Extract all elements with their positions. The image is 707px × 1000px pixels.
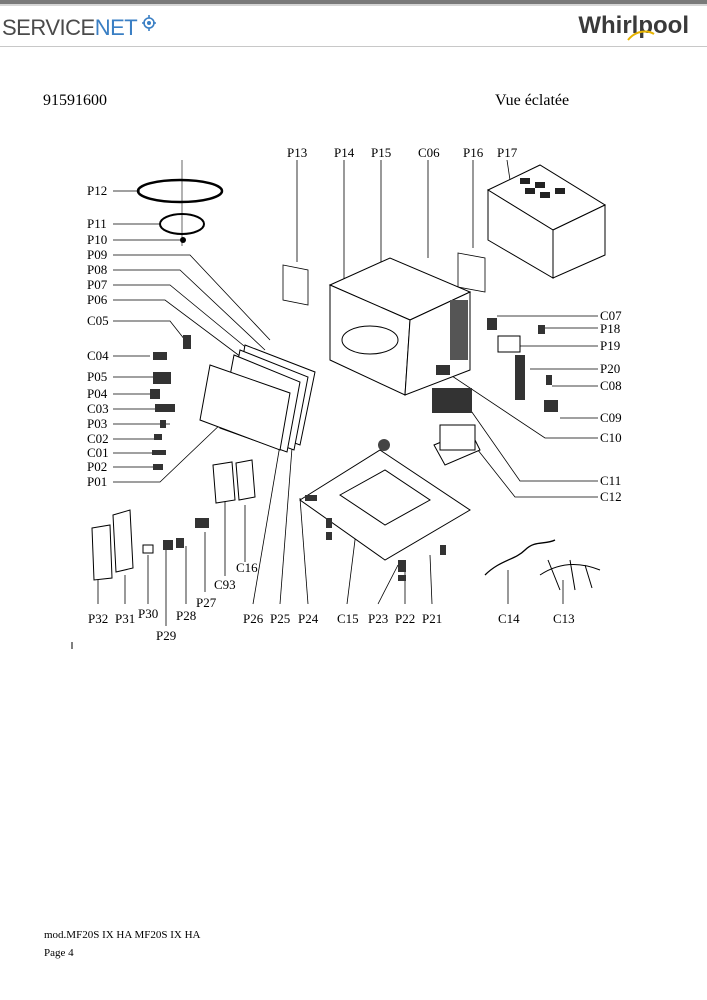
label-P20: P20 [600, 361, 620, 376]
label-C14: C14 [498, 611, 520, 626]
label-C93: C93 [214, 577, 236, 592]
label-P31: P31 [115, 611, 135, 626]
label-P14: P14 [334, 145, 355, 160]
label-P13: P13 [287, 145, 307, 160]
top-border [0, 0, 707, 4]
whirlpool-logo: Whirlpool [578, 10, 689, 42]
label-C08: C08 [600, 378, 622, 393]
exploded-view-diagram: P12 P11 P10 P09 P08 P07 P06 C05 C04 P05 … [71, 145, 622, 649]
footer-model: mod.MF20S IX HA MF20S IX HA [44, 929, 201, 941]
label-P04: P04 [87, 386, 108, 401]
swirl-icon [627, 30, 655, 41]
servicenet-logo-text-a: SERVICE [2, 15, 95, 40]
label-P07: P07 [87, 277, 108, 292]
label-P12: P12 [87, 183, 107, 198]
top-border-light [0, 4, 707, 6]
label-P19: P19 [600, 338, 620, 353]
servicenet-logo-text-b: NET [94, 15, 138, 40]
label-P29: P29 [156, 628, 176, 643]
label-P21: P21 [422, 611, 442, 626]
label-P11: P11 [87, 216, 107, 231]
label-C16: C16 [236, 560, 258, 575]
footer-page-number: Page 4 [44, 947, 74, 959]
label-P15: P15 [371, 145, 391, 160]
servicenet-logo: SERVICENET [2, 12, 158, 44]
label-P28: P28 [176, 608, 196, 623]
label-P24: P24 [298, 611, 319, 626]
label-P01: P01 [87, 474, 107, 489]
label-P25: P25 [270, 611, 290, 626]
label-P23: P23 [368, 611, 388, 626]
label-P06: P06 [87, 292, 108, 307]
document-number: 91591600 [43, 92, 107, 109]
label-C12: C12 [600, 489, 622, 504]
label-P18: P18 [600, 321, 620, 336]
label-P22: P22 [395, 611, 415, 626]
gear-icon [142, 15, 157, 31]
label-P09: P09 [87, 247, 107, 262]
label-P27: P27 [196, 595, 217, 610]
label-C06: C06 [418, 145, 440, 160]
label-P26: P26 [243, 611, 264, 626]
label-P16: P16 [463, 145, 484, 160]
document-title: Vue éclatée [495, 92, 570, 109]
header-divider [0, 46, 707, 47]
label-P08: P08 [87, 262, 107, 277]
label-C02: C02 [87, 431, 109, 446]
label-C13: C13 [553, 611, 575, 626]
label-C07: C07 [600, 308, 622, 323]
label-P03: P03 [87, 416, 107, 431]
label-P05: P05 [87, 369, 107, 384]
label-C11: C11 [600, 473, 621, 488]
label-C09: C09 [600, 410, 622, 425]
label-P30: P30 [138, 606, 158, 621]
label-C15: C15 [337, 611, 359, 626]
label-P32: P32 [88, 611, 108, 626]
label-C05: C05 [87, 313, 109, 328]
label-C03: C03 [87, 401, 109, 416]
label-P10: P10 [87, 232, 107, 247]
label-P02: P02 [87, 459, 107, 474]
label-C04: C04 [87, 348, 109, 363]
label-P17: P17 [497, 145, 518, 160]
label-C10: C10 [600, 430, 622, 445]
label-C01: C01 [87, 445, 109, 460]
